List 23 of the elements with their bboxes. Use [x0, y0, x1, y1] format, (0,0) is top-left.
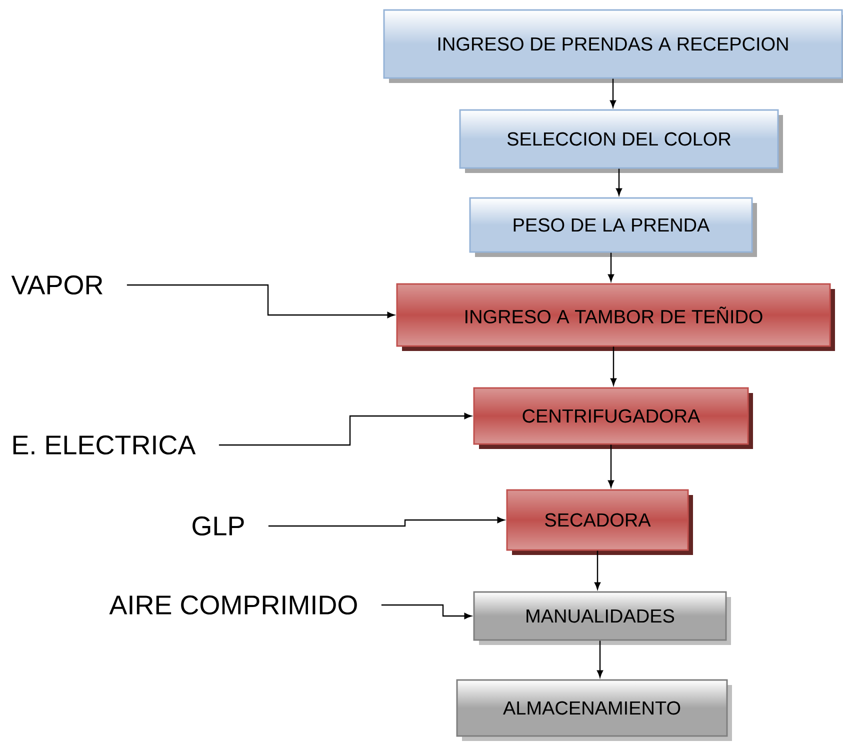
process-box: PESO DE LA PRENDA — [469, 197, 757, 257]
process-box: SELECCION DEL COLOR — [459, 109, 783, 173]
arrow — [610, 346, 617, 386]
input-label: AIRE COMPRIMIDO — [109, 595, 357, 615]
input-label: E. ELECTRICA — [13, 435, 196, 455]
input-label: VAPOR — [11, 275, 102, 295]
process-box: ALMACENAMIENTO — [456, 679, 732, 741]
input-label: GLP — [192, 516, 244, 536]
arrow — [381, 604, 472, 620]
arrow — [608, 252, 614, 282]
arrow — [594, 550, 601, 590]
arrow — [268, 516, 504, 527]
process-box: CENTRIFUGADORA — [473, 387, 753, 449]
process-box: INGRESO DE PRENDAS A RECEPCION — [383, 9, 843, 83]
process-box: SECADORA — [506, 489, 693, 555]
arrow — [610, 78, 616, 108]
arrow — [596, 640, 604, 678]
process-box: INGRESO A TAMBOR DE TEÑIDO — [396, 283, 835, 351]
arrow — [126, 284, 394, 318]
arrow — [218, 412, 472, 446]
arrow — [616, 168, 622, 196]
process-box: MANUALIDADES — [473, 591, 731, 645]
arrow — [608, 444, 614, 488]
